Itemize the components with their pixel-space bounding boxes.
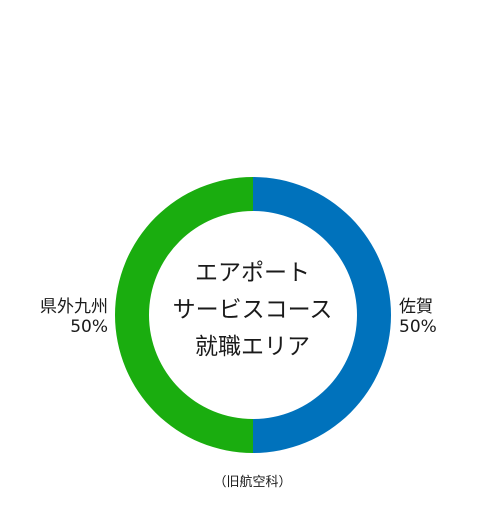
slice-label-outside-kyushu: 県外九州 50% [40, 297, 108, 337]
slice-label-saga-name: 佐賀 [399, 297, 433, 317]
slice-outside-kyushu [115, 177, 253, 453]
chart-footnote: （旧航空科） [213, 475, 292, 490]
donut-slices [115, 177, 391, 453]
slice-label-saga-value: 50% [399, 317, 437, 337]
slice-label-outside-kyushu-value: 50% [70, 317, 108, 337]
slice-label-saga: 佐賀 50% [399, 297, 437, 337]
center-title-line-3: 就職エリア [195, 334, 310, 360]
slice-saga [253, 177, 391, 453]
slice-label-outside-kyushu-name: 県外九州 [40, 297, 108, 317]
center-title-line-1: エアポート [195, 260, 310, 286]
center-title-line-2: サービスコース [172, 297, 333, 323]
chart-center-title: エアポート サービスコース 就職エリア [150, 255, 355, 366]
